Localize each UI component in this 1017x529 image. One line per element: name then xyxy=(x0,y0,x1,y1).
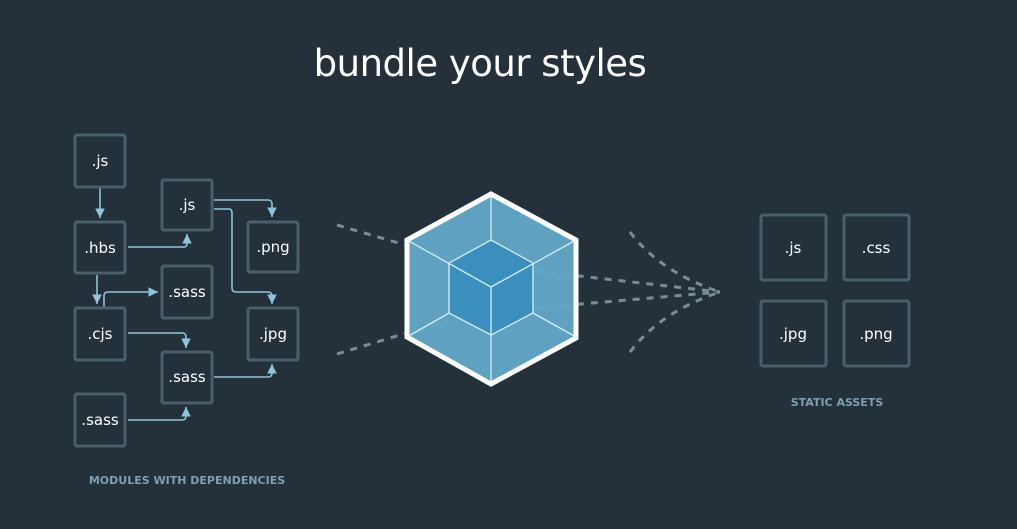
module-box: .png xyxy=(246,220,300,274)
dependency-arrows xyxy=(92,188,277,421)
asset-box: .png xyxy=(842,299,911,368)
module-box: .js xyxy=(73,133,127,189)
webpack-cube-icon xyxy=(404,191,579,387)
svg-text:.sass: .sass xyxy=(168,283,206,301)
asset-box: .css xyxy=(842,213,911,282)
module-box: .hbs xyxy=(73,220,127,275)
module-box: .sass xyxy=(160,264,214,320)
page-title: bundle your styles xyxy=(313,42,647,85)
module-box: .js xyxy=(160,178,214,232)
svg-text:.png: .png xyxy=(859,325,892,343)
svg-text:.cjs: .cjs xyxy=(88,325,113,343)
svg-text:.jpg: .jpg xyxy=(259,325,287,343)
module-box: .jpg xyxy=(246,306,300,362)
asset-box: .jpg xyxy=(759,299,828,368)
svg-text:.js: .js xyxy=(179,196,196,214)
svg-text:.js: .js xyxy=(92,152,109,170)
asset-box: .js xyxy=(759,213,828,282)
svg-text:.sass: .sass xyxy=(81,411,119,429)
svg-text:.jpg: .jpg xyxy=(779,325,807,343)
assets-caption: STATIC ASSETS xyxy=(791,396,884,409)
svg-text:.css: .css xyxy=(862,239,891,257)
svg-text:.sass: .sass xyxy=(168,368,206,386)
module-box: .sass xyxy=(73,392,127,448)
module-box: .sass xyxy=(160,350,214,405)
svg-text:.js: .js xyxy=(785,239,802,257)
module-box: .cjs xyxy=(73,306,127,362)
modules-caption: MODULES WITH DEPENDENCIES xyxy=(89,474,285,487)
svg-text:.hbs: .hbs xyxy=(84,239,116,257)
svg-text:.png: .png xyxy=(256,238,289,256)
